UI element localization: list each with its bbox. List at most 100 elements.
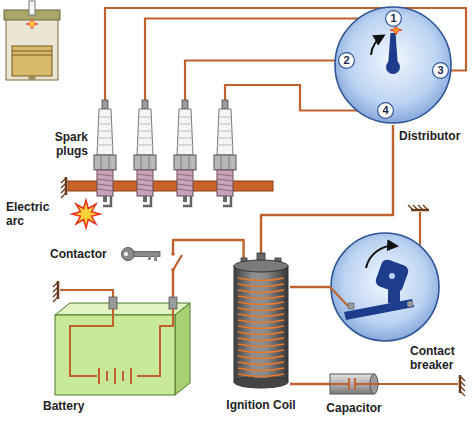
battery-terminal — [109, 297, 117, 309]
lever-pivot — [407, 301, 413, 307]
terminal-circle — [386, 11, 402, 27]
cam — [374, 258, 410, 294]
coil-winding — [238, 302, 284, 305]
key-icon — [122, 248, 135, 261]
ground-symbols — [460, 375, 465, 396]
wire — [290, 286, 330, 288]
engine-cylinder — [12, 51, 52, 52]
ground-rail — [61, 177, 66, 198]
terminal-node: 3 — [432, 62, 449, 79]
cell-symbol — [114, 368, 116, 384]
contactor-switch — [171, 268, 175, 272]
coil-body — [234, 266, 288, 382]
electric-arc — [72, 200, 100, 228]
coil-winding — [238, 314, 284, 317]
battery-side — [175, 303, 190, 395]
terminal-circle — [378, 103, 394, 119]
contact-point — [348, 303, 354, 309]
spark-plugs — [214, 100, 236, 206]
coil-winding — [238, 338, 284, 341]
ground-wires — [419, 212, 421, 245]
cell-symbol — [106, 371, 108, 381]
rotation-arrow — [366, 246, 396, 268]
terminal-node: 2 — [338, 52, 355, 69]
key-icon — [134, 252, 160, 257]
key-icon — [148, 256, 151, 260]
component-label: Contact breaker — [410, 344, 474, 372]
component-label: Ignition Coil — [226, 398, 295, 412]
component-node: Distributor1234 — [333, 5, 453, 125]
coil-winding — [238, 374, 284, 377]
component-label: Capacitor — [326, 401, 381, 415]
breaker-housing — [331, 233, 439, 341]
rotor-hub — [386, 60, 400, 74]
component-node: Contact breaker — [330, 232, 440, 342]
breaker-lever — [344, 299, 414, 320]
contactor-switch — [171, 252, 175, 256]
coil-winding — [238, 278, 284, 281]
node-shape — [55, 300, 190, 395]
engine-cylinder — [12, 46, 52, 76]
distributor-wires — [185, 61, 338, 101]
callout-number: 3 — [432, 62, 449, 79]
coil-winding — [238, 332, 284, 335]
coil-winding — [238, 368, 284, 371]
coil-winding — [238, 356, 284, 359]
contactor-switch — [173, 255, 182, 270]
battery-wire — [70, 309, 173, 376]
cam-shaft — [389, 273, 395, 279]
component-label: Distributor — [399, 129, 460, 143]
wire — [173, 240, 244, 300]
node-shape — [330, 232, 440, 342]
terminal-node: 1 — [385, 10, 402, 27]
engine-cylinder — [29, 1, 35, 15]
lever-follower — [388, 290, 400, 303]
callout-number: 2 — [338, 52, 355, 69]
part-label: Electric arc — [6, 200, 64, 228]
ground-symbols — [408, 205, 429, 210]
callout-number: 1 — [385, 10, 402, 27]
coil-winding — [238, 284, 284, 287]
ground-wires — [60, 290, 113, 300]
ground-wires — [378, 383, 458, 385]
coil-winding — [238, 308, 284, 311]
spark-plugs — [94, 100, 116, 206]
coil-winding — [238, 344, 284, 347]
spark-plugs — [174, 100, 196, 206]
coil-top — [234, 260, 288, 272]
component-node: Ignition Coil — [232, 258, 290, 390]
capacitor-symbol — [330, 378, 378, 390]
key-icon — [124, 252, 128, 256]
part-label: Spark plugs — [36, 130, 88, 158]
cell-symbol — [98, 368, 100, 384]
wire — [290, 383, 330, 385]
component-label: Battery — [43, 399, 84, 413]
electric-arc — [72, 200, 100, 228]
breaker-wire — [330, 287, 348, 306]
part-label: Contactor — [50, 247, 107, 261]
component-node: Battery — [55, 300, 190, 395]
terminal-circle — [433, 63, 449, 79]
rotation-arrow — [371, 36, 383, 55]
rotor-spark — [390, 26, 402, 35]
cell-symbol — [122, 371, 124, 381]
spark-plugs — [94, 100, 236, 206]
coil-winding — [238, 362, 284, 365]
ground-symbols — [53, 205, 465, 396]
coil-winding — [238, 326, 284, 329]
coil-winding — [238, 350, 284, 353]
terminal-circle — [339, 53, 355, 69]
node-shape — [232, 258, 290, 390]
engine-cylinder — [4, 1, 60, 80]
component-node: Capacitor — [330, 374, 378, 394]
coil-winding — [238, 296, 284, 299]
key-icon — [122, 248, 161, 262]
engine-cylinder — [6, 18, 58, 80]
battery-terminal — [169, 297, 177, 309]
node-shape — [330, 374, 378, 394]
distributor-cap — [335, 7, 451, 123]
terminal-node: 4 — [377, 102, 394, 119]
coil-winding — [238, 320, 284, 323]
